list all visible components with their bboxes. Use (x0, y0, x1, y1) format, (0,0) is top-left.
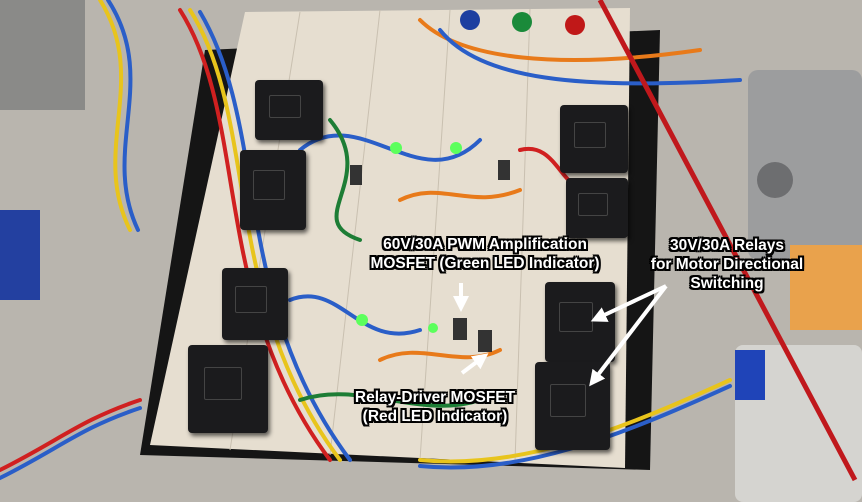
mosfet (350, 165, 362, 185)
green-led (390, 142, 402, 154)
banana-jack-blue (460, 10, 480, 30)
relay-driver-mosfet (478, 330, 492, 352)
relays-label: 30V/30A Relays for Motor Directional Swi… (637, 236, 817, 293)
bottom-right-device (735, 345, 862, 502)
banana-jack-red (565, 15, 585, 35)
motor-shaft (757, 162, 793, 198)
label-line: 30V/30A Relays (669, 237, 785, 254)
label-line: for Motor Directional (650, 256, 804, 273)
gray-device-left (0, 0, 85, 110)
relay (188, 345, 268, 433)
orange-foam (790, 245, 862, 330)
relay-driver-label: Relay-Driver MOSFET (Red LED Indicator) (345, 388, 525, 426)
relay (240, 150, 306, 230)
green-led (356, 314, 368, 326)
relay (566, 178, 628, 238)
relay (545, 282, 615, 362)
label-line: Relay-Driver MOSFET (354, 389, 516, 406)
motor-right (748, 70, 862, 260)
relay (560, 105, 628, 173)
arrow-to-relay-driver (460, 353, 489, 375)
pwm-mosfet (453, 318, 467, 340)
relay (222, 268, 288, 340)
banana-jack-green (512, 12, 532, 32)
label-line: (Red LED Indicator) (362, 408, 508, 425)
mosfet (498, 160, 510, 180)
green-led (428, 323, 438, 333)
blue-connector-right (735, 350, 765, 400)
red-cable (597, 0, 858, 482)
pwm-mosfet-label: 60V/30A PWM Amplification MOSFET (Green … (355, 235, 615, 273)
label-line: MOSFET (Green LED Indicator) (370, 255, 600, 272)
green-led (450, 142, 462, 154)
label-line: Switching (690, 275, 764, 292)
relay (255, 80, 323, 140)
blue-connector-left (0, 210, 40, 300)
label-line: 60V/30A PWM Amplification (383, 236, 587, 253)
arrow-to-relay-lower (589, 284, 668, 387)
arrow-to-relay-upper (590, 284, 667, 322)
